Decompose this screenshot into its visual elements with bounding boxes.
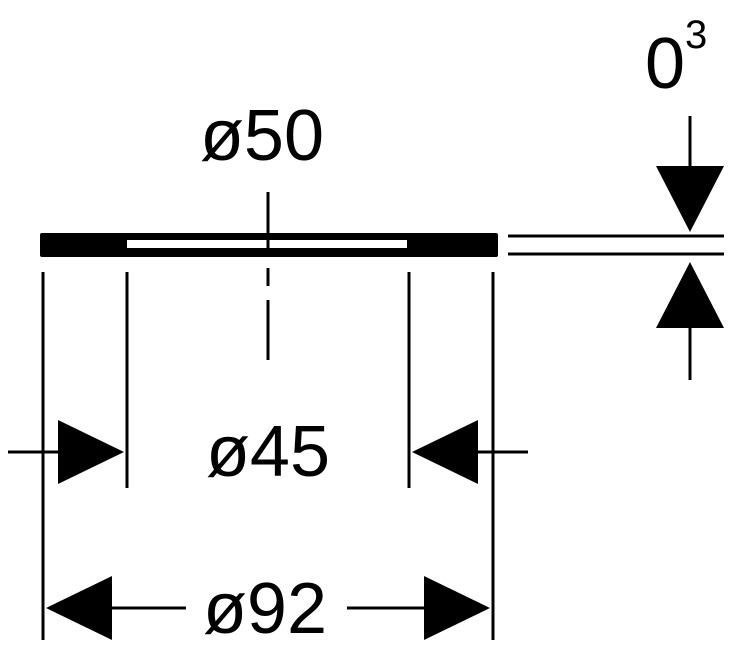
- arrow-down-icon: [656, 166, 724, 232]
- arrow-right-icon: [58, 420, 124, 484]
- arrow-left-icon: [412, 420, 478, 484]
- dimension-thickness: 03: [508, 13, 724, 380]
- dim-label-inner-top: ø50: [200, 96, 324, 176]
- dim-label-thickness: 03: [645, 13, 707, 104]
- arrow-left-icon: [46, 576, 112, 640]
- arrow-right-icon: [424, 576, 490, 640]
- dim-label-inner-bottom: ø45: [206, 412, 330, 492]
- thickness-superscript: 3: [685, 13, 707, 57]
- dim-label-outer: ø92: [203, 569, 327, 648]
- dimension-outer-92: ø92: [46, 569, 490, 648]
- arrow-up-icon: [656, 262, 724, 328]
- extension-lines: [41, 272, 495, 640]
- dimension-inner-45: ø45: [8, 412, 528, 492]
- thickness-base: 0: [645, 24, 685, 104]
